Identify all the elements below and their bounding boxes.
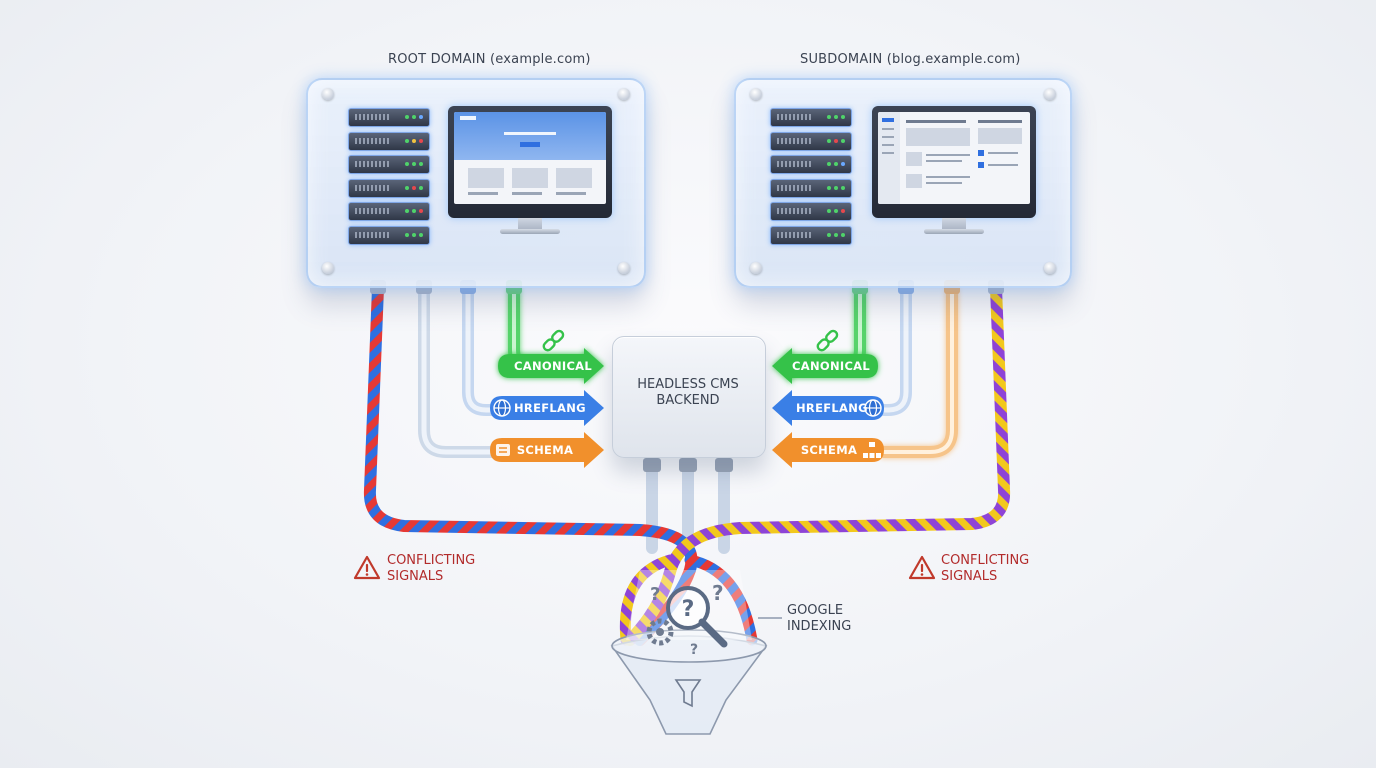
subdomain-url: (blog.example.com) bbox=[886, 52, 1021, 67]
screw bbox=[1044, 262, 1056, 274]
warning-line2: SIGNALS bbox=[387, 569, 444, 584]
blog-preview bbox=[878, 112, 1030, 204]
headless-cms-label: HEADLESS CMS BACKEND bbox=[612, 377, 764, 409]
screw bbox=[322, 262, 334, 274]
screw bbox=[322, 88, 334, 100]
subdomain-caption: SUBDOMAIN (blog.example.com) bbox=[800, 52, 1021, 67]
screw bbox=[750, 88, 762, 100]
question-mark: ? bbox=[712, 581, 724, 605]
website-preview bbox=[454, 112, 606, 204]
schema-label-right: SCHEMA bbox=[800, 443, 858, 457]
warning-line2: SIGNALS bbox=[941, 569, 998, 584]
hreflang-label-left: HREFLANG bbox=[514, 401, 586, 415]
screw bbox=[750, 262, 762, 274]
gear-icon bbox=[646, 618, 674, 646]
headless-cms-box bbox=[612, 336, 766, 458]
schema-label-left: SCHEMA bbox=[516, 443, 574, 457]
screw bbox=[1044, 88, 1056, 100]
canonical-label-left: CANONICAL bbox=[514, 359, 593, 373]
cms-connectors bbox=[643, 458, 733, 472]
screw bbox=[618, 262, 630, 274]
warning-line1: CONFLICTING bbox=[941, 553, 1030, 568]
svg-text:?: ? bbox=[682, 597, 695, 622]
cable-right-braid bbox=[624, 282, 1011, 646]
tube-left-hreflang bbox=[462, 284, 506, 416]
conflicting-signals-left: CONFLICTING SIGNALS bbox=[387, 553, 475, 585]
conflicting-signals-right: CONFLICTING SIGNALS bbox=[941, 553, 1029, 585]
cms-line2: BACKEND bbox=[656, 393, 720, 408]
root-domain-title: ROOT DOMAIN bbox=[388, 52, 486, 67]
google-line1: GOOGLE bbox=[787, 603, 844, 618]
server-rack bbox=[770, 108, 852, 249]
root-domain-caption: ROOT DOMAIN (example.com) bbox=[388, 52, 591, 67]
screw bbox=[618, 88, 630, 100]
subdomain-title: SUBDOMAIN bbox=[800, 52, 883, 67]
funnel-icon bbox=[610, 629, 768, 735]
server-rack bbox=[348, 108, 430, 249]
google-line2: INDEXING bbox=[787, 619, 852, 634]
tube-right-hreflang bbox=[878, 284, 912, 416]
subdomain-panel bbox=[734, 78, 1072, 288]
warning-line1: CONFLICTING bbox=[387, 553, 476, 568]
question-mark: ? bbox=[690, 642, 698, 658]
tube-right-schema bbox=[878, 284, 958, 458]
hreflang-label-right: HREFLANG bbox=[796, 401, 868, 415]
root-domain-url: (example.com) bbox=[490, 52, 591, 67]
question-mark: ? bbox=[650, 584, 660, 605]
canonical-label-right: CANONICAL bbox=[792, 359, 871, 373]
root-domain-panel bbox=[306, 78, 646, 288]
magnifier-icon: ? bbox=[666, 586, 728, 648]
cms-line1: HEADLESS CMS bbox=[637, 377, 739, 392]
google-indexing-label: GOOGLE INDEXING bbox=[787, 603, 851, 635]
